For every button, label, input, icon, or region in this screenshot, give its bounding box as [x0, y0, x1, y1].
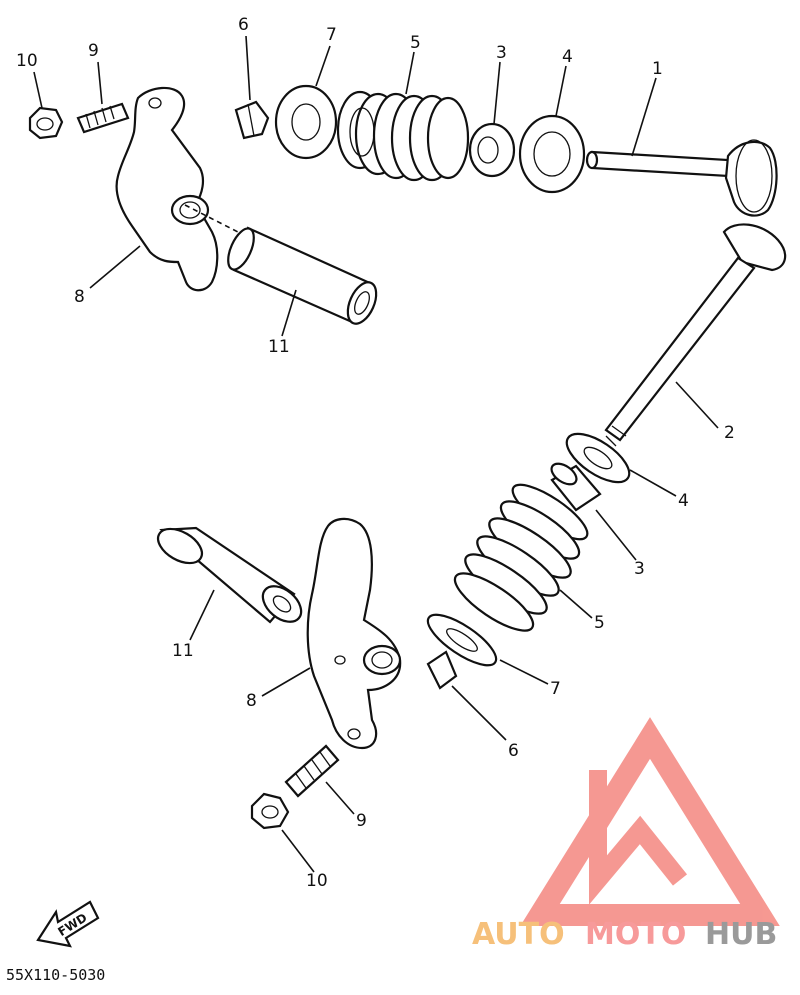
stem-seal-right: [550, 462, 602, 512]
watermark-text: AUTO MOTO HUB: [472, 917, 777, 952]
watermark-logo: [520, 717, 780, 926]
label-right-7: 7: [550, 679, 561, 699]
label-right-6: 6: [508, 741, 519, 761]
label-bottom-11: 11: [172, 641, 194, 661]
adjusting-screw-top: [76, 102, 130, 134]
label-top-7: 7: [326, 25, 337, 45]
label-top-10: 10: [16, 51, 38, 71]
label-top-9: 9: [88, 41, 99, 61]
label-top-3: 3: [496, 43, 507, 63]
label-right-5: 5: [594, 613, 605, 633]
nut-top: [28, 106, 64, 140]
rocker-arm-bottom: [306, 517, 402, 750]
rocker-shaft-top: [184, 204, 378, 325]
label-bottom-10: 10: [306, 871, 328, 891]
label-right-2: 2: [724, 423, 735, 443]
exhaust-valve: [604, 223, 787, 447]
cotter-right: [426, 650, 458, 690]
stem-seal-top: [468, 122, 516, 178]
label-top-5: 5: [410, 33, 421, 53]
leader-lines: [33, 35, 719, 873]
spring-top: [336, 90, 470, 182]
watermark-hub: HUB: [705, 917, 777, 952]
callout-labels: 10 9 6 7 5 3 4 1 8 11 2 4 3 5 7 6 11 8 9…: [16, 15, 735, 891]
label-bottom-8: 8: [246, 691, 257, 711]
watermark-auto: AUTO: [472, 917, 565, 952]
label-top-4: 4: [562, 47, 573, 67]
nut-bottom: [250, 792, 290, 830]
spring-right: [453, 483, 589, 632]
label-top-1: 1: [652, 59, 663, 79]
rocker-arm-top: [115, 86, 219, 292]
retainer-right: [426, 613, 498, 667]
label-top-6: 6: [238, 15, 249, 35]
adjusting-screw-bottom: [284, 744, 340, 798]
label-top-11: 11: [268, 337, 290, 357]
label-top-8: 8: [74, 287, 85, 307]
label-right-4: 4: [678, 491, 689, 511]
cotter-top: [234, 100, 270, 140]
diagram-code: 55X110-5030: [6, 966, 105, 984]
label-bottom-9: 9: [356, 811, 367, 831]
watermark-moto: MOTO: [585, 917, 686, 952]
spring-seat-right: [565, 432, 631, 484]
intake-valve: [585, 139, 778, 217]
retainer-top: [274, 84, 338, 160]
fwd-arrow: FWD: [36, 900, 100, 948]
rocker-shaft-bottom: [156, 526, 303, 624]
spring-seat-top: [518, 114, 586, 194]
label-right-3: 3: [634, 559, 645, 579]
